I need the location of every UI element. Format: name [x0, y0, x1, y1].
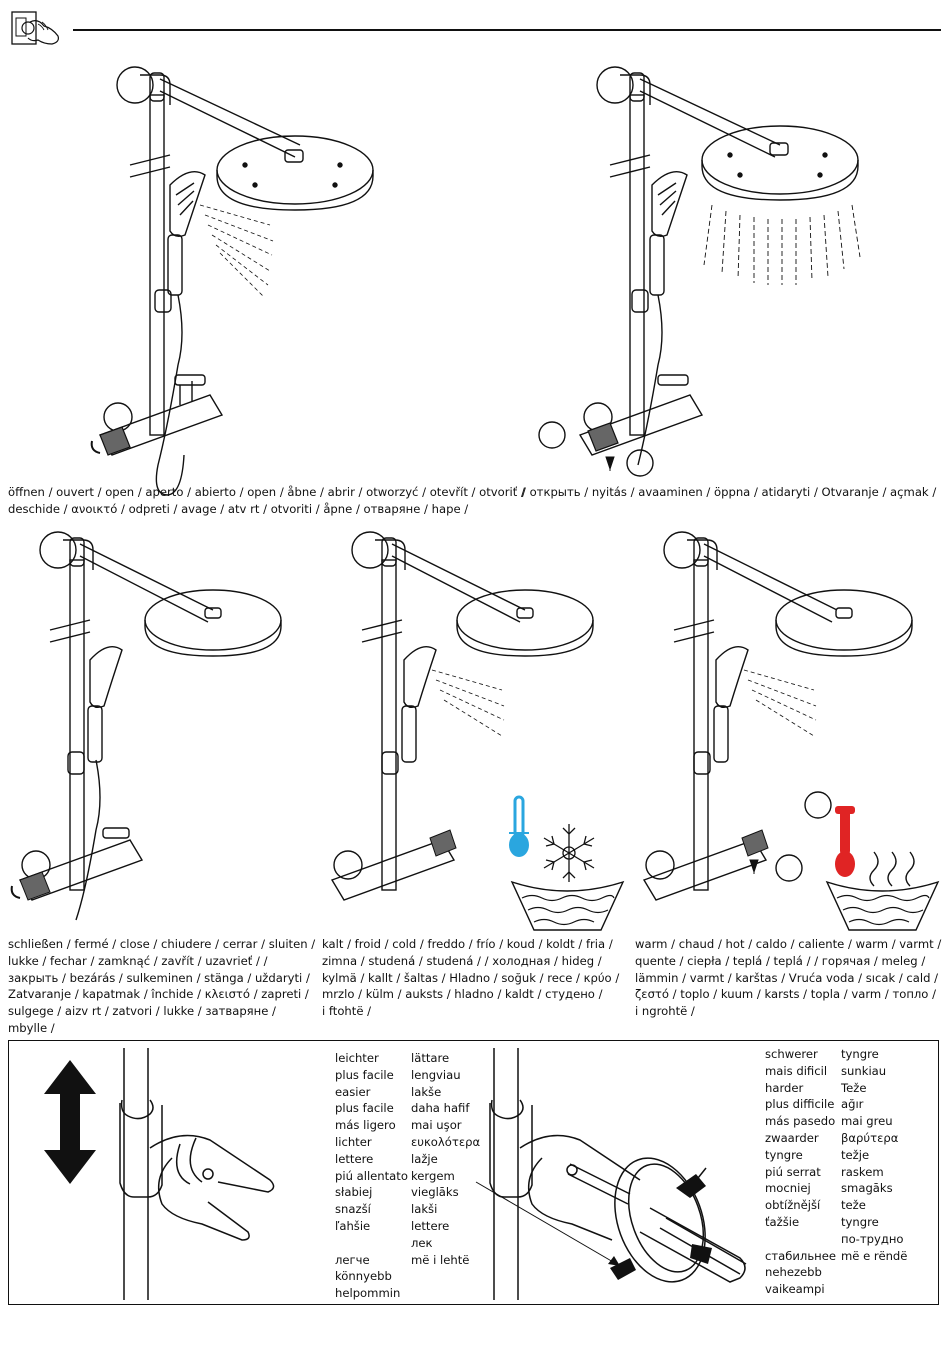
harder-item: plus difficile	[765, 1097, 835, 1112]
easier-item: lättare	[411, 1051, 450, 1065]
harder-item: sunkiau	[841, 1063, 887, 1078]
easier-item: leichter	[335, 1051, 379, 1065]
cold-caption-line: kylmä / kallt / šaltas / Hladno / soğuk …	[322, 970, 620, 985]
close-caption-line: schließen / fermé / close / chiudere / c…	[8, 937, 316, 951]
easier-item: piú allentato	[335, 1168, 408, 1183]
easier-item: ευκολότερα	[411, 1134, 481, 1149]
harder-item: tyngre	[765, 1147, 803, 1162]
harder-item: raskem	[841, 1164, 884, 1179]
easier-item: más ligero	[335, 1118, 396, 1133]
easier-item: lakše	[411, 1084, 442, 1099]
water-basin-icon	[510, 880, 625, 931]
cold-caption-line: zimna / studená / studená / / холодная /…	[322, 953, 602, 968]
thermometer-cold-icon	[509, 795, 529, 857]
harder-item: mai greu	[841, 1114, 893, 1129]
screwdriver-icon	[475, 1048, 747, 1300]
easier-item: lettere	[411, 1218, 450, 1233]
easier-item: vieglāks	[411, 1185, 459, 1200]
harder-item: težje	[841, 1147, 870, 1162]
open-caption-line-2: deschide / ανοικτό / odpreti / avage / a…	[8, 501, 469, 516]
cold-caption-line: mrzlo / külm / auksts / hladno / kaldt /…	[322, 987, 603, 1002]
easier-item: könnyebb	[335, 1269, 392, 1284]
easier-item: легче	[335, 1252, 370, 1267]
harder-item: по-трудно	[841, 1231, 904, 1246]
open-caption-line-1: öffnen / ouvert / open / aperto / abiert…	[8, 485, 525, 499]
easier-item: kergem	[411, 1168, 455, 1183]
easier-item: më i lehtë	[411, 1252, 470, 1267]
easier-item: daha hafif	[411, 1101, 470, 1116]
harder-item: Teže	[841, 1080, 867, 1095]
easier-item: helpommin	[335, 1286, 401, 1301]
easier-item	[335, 1235, 408, 1252]
easier-item: mai uşor	[411, 1118, 462, 1133]
easier-item: plus facile	[335, 1067, 394, 1082]
close-caption-line: lukke / fechar / zamknąć / zavřít / uzav…	[8, 953, 268, 968]
harder-item: tyngre	[841, 1214, 879, 1229]
easier-item: easier	[335, 1084, 371, 1099]
harder-item: ağır	[841, 1097, 864, 1112]
hand-on-wall-icon	[11, 11, 59, 45]
harder-item: ťažšie	[765, 1214, 800, 1229]
easier-item: lažje	[411, 1151, 438, 1166]
shower-system-open-icon	[538, 66, 861, 477]
harder-item: piú serrat	[765, 1164, 821, 1179]
thermometer-hot-icon	[835, 806, 855, 877]
easier-item: lakši	[411, 1202, 438, 1217]
easier-item: lichter	[335, 1134, 372, 1149]
warm-caption-line: lämmin / varmt / karštas / Vruća voda / …	[635, 970, 939, 985]
close-caption-line: закрыть / bezárás / sulkeminen / stänga …	[8, 970, 310, 985]
easier-item: lettere	[335, 1151, 374, 1166]
harder-item: más pasedo	[765, 1114, 836, 1129]
easier-item: snazší	[335, 1202, 371, 1217]
shower-system-cold-icon	[330, 531, 594, 901]
harder-item: harder	[765, 1080, 804, 1095]
warm-caption-line: quente / ciepła / teplá / teplá / / горя…	[635, 953, 926, 968]
easier-item: słabiej	[335, 1185, 373, 1200]
close-caption-line: mbylle /	[8, 1020, 55, 1035]
up-down-arrow-icon	[44, 1060, 96, 1184]
easier-item: лек	[411, 1235, 433, 1250]
cold-caption-line: kalt / froid / cold / freddo / frío / ko…	[322, 937, 613, 951]
open-caption-right-line-1: / открыть / nyitás / avaaminen / öppna /…	[522, 485, 937, 499]
snowflake-icon	[543, 824, 595, 882]
warm-caption-line: i ngrohtë /	[635, 1004, 695, 1019]
easier-item: ľahšie	[335, 1218, 371, 1233]
harder-item: стабильнее	[765, 1248, 837, 1263]
shower-system-warm-icon	[642, 531, 913, 901]
easier-item: lengviau	[411, 1067, 461, 1082]
close-caption-line: sulgege / aizv rt / zatvori / lukke / за…	[8, 1004, 276, 1019]
header-rule	[73, 29, 941, 31]
close-caption-line: Zatvaranje / kapatmak / închide / κλειστ…	[8, 987, 309, 1002]
easier-item: plus facile	[335, 1101, 394, 1116]
harder-item: vaikeampi	[765, 1282, 825, 1297]
harder-item: smagāks	[841, 1181, 893, 1196]
harder-item: mais dificil	[765, 1063, 828, 1078]
cold-caption-line: i ftohtë /	[322, 1004, 372, 1019]
harder-item: obtížnější	[765, 1198, 821, 1213]
harder-item: mocniej	[765, 1181, 811, 1196]
shower-system-icon	[90, 66, 374, 496]
harder-item: nehezebb	[765, 1265, 822, 1280]
steam-icon	[869, 851, 915, 887]
harder-item: tyngre	[841, 1047, 879, 1061]
harder-item	[765, 1231, 836, 1248]
harder-item: schwerer	[765, 1047, 818, 1061]
warm-caption-line: warm / chaud / hot / caldo / caliente / …	[635, 937, 942, 951]
adjustment-panel	[8, 1040, 939, 1305]
slider-holder-icon	[119, 1048, 275, 1300]
water-basin-hot-icon	[825, 880, 940, 931]
harder-item: më e rëndë	[841, 1248, 908, 1263]
harder-item: zwaarder	[765, 1130, 819, 1145]
harder-item: βαρύτερα	[841, 1130, 899, 1145]
warm-caption-line: ζεστό / toplo / kuum / karsts / topla / …	[635, 987, 936, 1002]
shower-system-close-icon	[10, 531, 282, 921]
harder-item: teže	[841, 1198, 866, 1213]
